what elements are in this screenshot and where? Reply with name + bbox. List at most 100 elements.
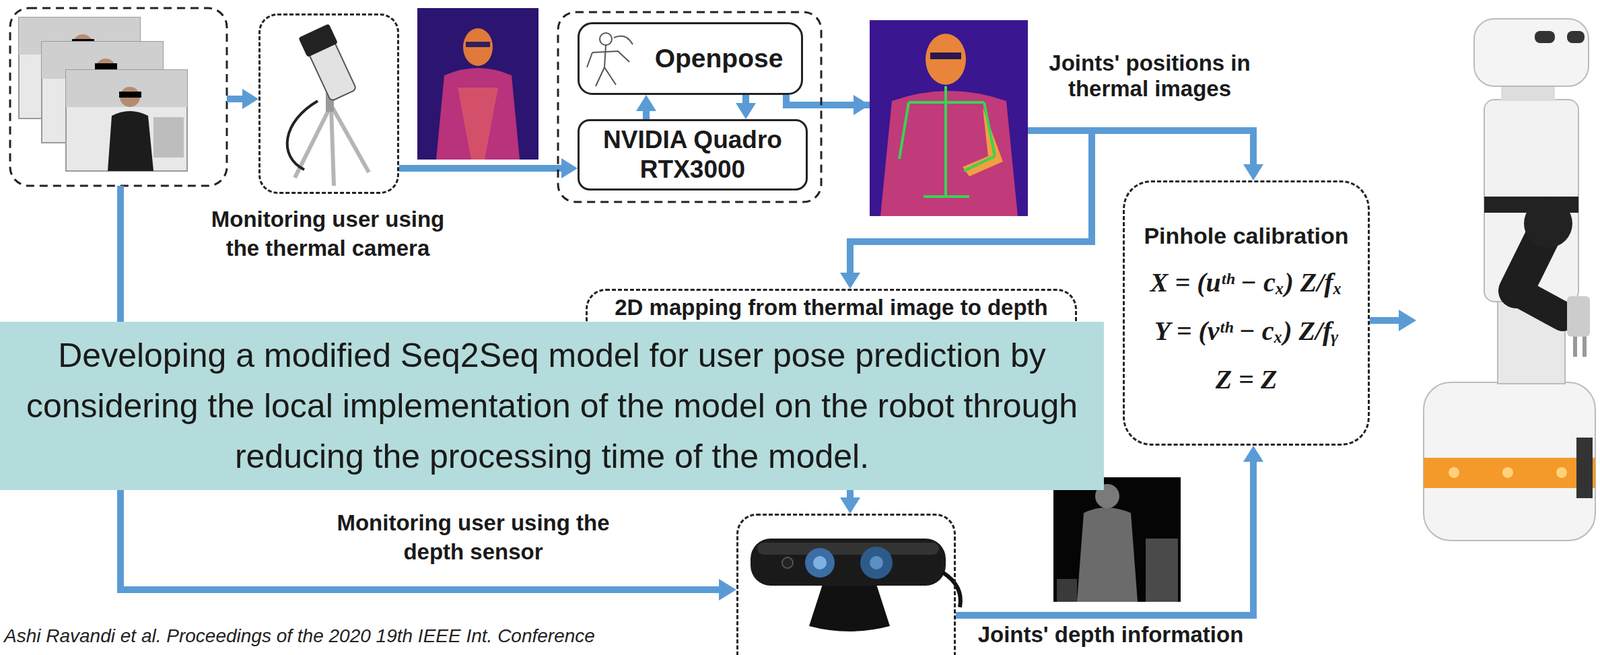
thermal-skeleton-image-part-part xyxy=(899,102,909,159)
depth-sensor-part xyxy=(757,542,939,555)
process-box: NVIDIA Quadro RTX3000 xyxy=(577,119,808,191)
node-heading: Monitoring user using the depth sensor xyxy=(311,508,635,567)
depth-sensor-part xyxy=(805,547,835,578)
thermal-camera-part xyxy=(332,107,369,173)
layout-arrow-part xyxy=(853,94,870,116)
robot-part xyxy=(1448,467,1460,478)
flow-arrow xyxy=(735,94,756,120)
openpose-icon-part xyxy=(586,36,633,87)
robot xyxy=(1423,18,1596,541)
layout-arrow-part xyxy=(1398,309,1417,332)
edge-label: Joints' positions in thermal images xyxy=(1028,50,1271,102)
thermal-skeleton-image-part xyxy=(899,86,995,197)
flow-arrow xyxy=(636,94,657,120)
thermal-skeleton-image-part xyxy=(925,33,966,85)
thermal-image-part xyxy=(436,67,520,160)
robot-part xyxy=(1556,467,1568,478)
robot-part xyxy=(1423,457,1596,489)
arrow-head xyxy=(561,158,578,179)
thermal-image xyxy=(417,8,539,160)
depth-image-part xyxy=(1056,578,1077,602)
thermal-image-part xyxy=(457,87,499,160)
thermal-camera-part xyxy=(298,23,359,103)
node-heading: Monitoring user using the thermal camera xyxy=(199,205,456,264)
thermal-skeleton-image-part xyxy=(880,90,1018,217)
robot-part xyxy=(1501,84,1555,101)
thermal-skeleton-image-part xyxy=(930,52,962,60)
depth-sensor-part xyxy=(813,555,827,570)
depth-sensor-part xyxy=(809,584,890,632)
thermal-skeleton-image-part xyxy=(962,107,1003,177)
robot-part xyxy=(1502,467,1514,478)
depth-sensor-part xyxy=(942,572,961,608)
equation: Y = (vᵗʰ − cₓ) Z/fᵧ xyxy=(1131,315,1362,348)
depth-sensor-part xyxy=(750,538,946,586)
arrow-head xyxy=(840,497,861,514)
thermal-skeleton-image xyxy=(869,20,1028,217)
robot-part xyxy=(1423,382,1596,541)
node-text: 2D mapping from thermal image to depth xyxy=(594,294,1069,321)
depth-image-part xyxy=(1076,507,1138,602)
flow-arrow xyxy=(399,158,578,179)
depth-sensor xyxy=(750,538,961,632)
robot-part xyxy=(1567,30,1585,44)
thermal-skeleton-image-part-part xyxy=(923,195,970,198)
layout-arrow-part xyxy=(1369,317,1401,324)
edge-label: Joints' depth information xyxy=(955,621,1266,648)
calibration-box: Pinhole calibration X = (uᵗʰ − cₓ) Z/fₓ Y … xyxy=(1122,180,1370,446)
thermal-camera-part xyxy=(331,107,334,186)
robot-part xyxy=(1474,18,1589,87)
depth-sensor-part xyxy=(869,555,884,570)
robot-part xyxy=(1582,336,1587,357)
arrow-head xyxy=(1243,164,1264,181)
depth-image xyxy=(1053,477,1181,602)
depth-sensor-part xyxy=(782,557,793,569)
photo-stack-part xyxy=(65,70,188,171)
robot-part xyxy=(1573,336,1578,357)
openpose-icon xyxy=(586,32,633,87)
thermal-skeleton-image-part-part xyxy=(984,102,995,157)
layout-arrow-part xyxy=(242,88,259,110)
camera-box: Monitoring user using the thermal camera xyxy=(258,13,400,194)
arrow-head xyxy=(735,102,756,120)
arrow-line xyxy=(399,164,563,172)
node-text: Openpose xyxy=(643,43,795,75)
openpose-group xyxy=(558,12,822,202)
thermal-image-part xyxy=(465,41,491,48)
thermal-skeleton-image-part-part xyxy=(963,156,995,171)
thermal-camera-part xyxy=(287,100,318,170)
thermal-skeleton-image-part-part xyxy=(908,100,985,104)
equation: X = (uᵗʰ − cₓ) Z/fₓ xyxy=(1131,266,1362,299)
citation-note: Ashi Ravandi et al. Proceedings of the 2… xyxy=(4,624,596,648)
robot-part xyxy=(1523,199,1573,248)
arrow-head xyxy=(1243,445,1264,462)
thermal-skeleton-image-part xyxy=(869,20,1028,217)
process-box: Openpose xyxy=(577,22,804,95)
layout-arrow-part xyxy=(718,578,737,601)
robot-part xyxy=(1515,290,1563,317)
thermal-camera-part-part xyxy=(298,23,338,58)
robot-part xyxy=(1567,296,1590,337)
depth-image-part xyxy=(1053,477,1181,602)
node-text: Pinhole calibration xyxy=(1131,222,1362,250)
photo-stack-part xyxy=(10,8,227,186)
openpose-group-part xyxy=(558,12,822,202)
arrow-head xyxy=(636,94,657,112)
robot-part xyxy=(1576,437,1593,499)
node-text: NVIDIA Quadro RTX3000 xyxy=(587,125,798,186)
depth-sensor-part xyxy=(860,546,893,579)
layout-arrow-part xyxy=(226,95,244,103)
thermal-image-part xyxy=(417,8,539,160)
photo-stack xyxy=(10,8,227,186)
thermal-image-part xyxy=(463,28,493,66)
node-text: Developing a modified Seq2Seq model for … xyxy=(9,330,1095,482)
banner: Developing a modified Seq2Seq model for … xyxy=(0,321,1104,491)
arrow-head xyxy=(840,272,861,289)
sensor-box: Monitoring user using the depth sensor xyxy=(736,513,956,655)
openpose-icon-part xyxy=(599,32,612,46)
equation: Z = Z xyxy=(1131,363,1362,396)
robot-part xyxy=(1534,30,1555,44)
robot-part xyxy=(1484,99,1579,302)
depth-image-part xyxy=(1145,538,1178,602)
